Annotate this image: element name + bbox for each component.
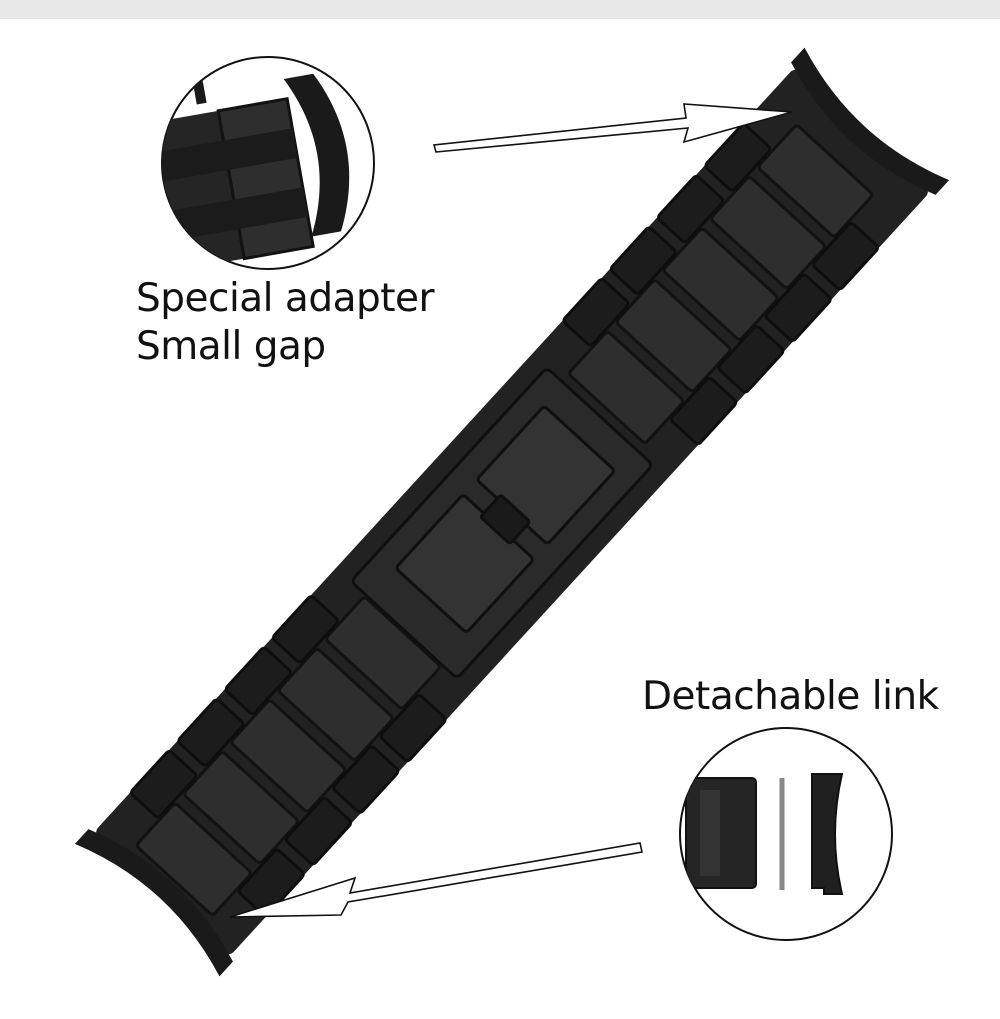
- end-piece-right: [791, 47, 950, 195]
- detachable-link-label: Detachable link: [642, 674, 939, 719]
- detachable-link-closeup: [679, 727, 893, 941]
- end-piece-left: [74, 829, 233, 977]
- adapter-subtitle: Small gap: [136, 324, 326, 369]
- arrow-to-bottom-end: [229, 842, 643, 918]
- band-outer-links: [130, 123, 879, 917]
- watch-band: [74, 47, 950, 977]
- adapter-title: Special adapter: [136, 276, 435, 321]
- clasp: [351, 368, 652, 678]
- end-link: [811, 773, 844, 895]
- band-links: [136, 124, 874, 916]
- top-bar: [0, 0, 1000, 19]
- arrow-to-top-end: [432, 103, 793, 153]
- link-segment: [685, 777, 757, 889]
- adapter-closeup: [161, 56, 375, 270]
